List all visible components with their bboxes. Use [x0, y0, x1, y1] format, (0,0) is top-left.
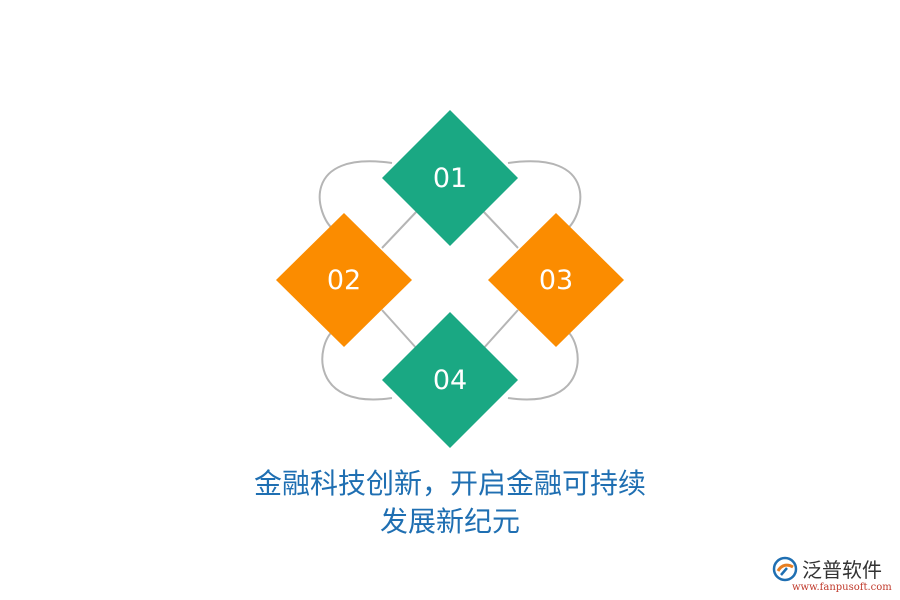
- diamond-label: 04: [433, 365, 467, 396]
- diamond-label: 03: [539, 265, 573, 296]
- diamond-shape: [382, 110, 518, 246]
- outer-loop-right: [507, 160, 582, 401]
- brand-url: www.fanpusoft.com: [792, 582, 892, 593]
- diamond-02: 02: [276, 213, 412, 347]
- diamond-03: 03: [488, 213, 624, 347]
- inner-ring: [381, 209, 519, 351]
- brand-logo: 泛普软件 www.fanpusoft.com: [768, 548, 893, 598]
- diamond-label: 01: [433, 163, 467, 194]
- fanpu-logo-icon: [772, 556, 798, 582]
- diamond-diagram: 01 02 03 04: [276, 110, 624, 448]
- diamond-shape: [488, 213, 624, 347]
- connector-lines: [318, 160, 582, 401]
- diamond-shape: [276, 213, 412, 347]
- diamond-04: 04: [382, 312, 518, 448]
- diamond-shape: [382, 312, 518, 448]
- outer-loop-left: [318, 160, 393, 401]
- caption-line-2: 发展新纪元: [379, 505, 520, 538]
- diamond-label: 02: [327, 265, 361, 296]
- brand-name: 泛普软件: [802, 558, 882, 582]
- diamond-01: 01: [382, 110, 518, 246]
- caption-line-1: 金融科技创新，开启金融可持续: [253, 467, 646, 500]
